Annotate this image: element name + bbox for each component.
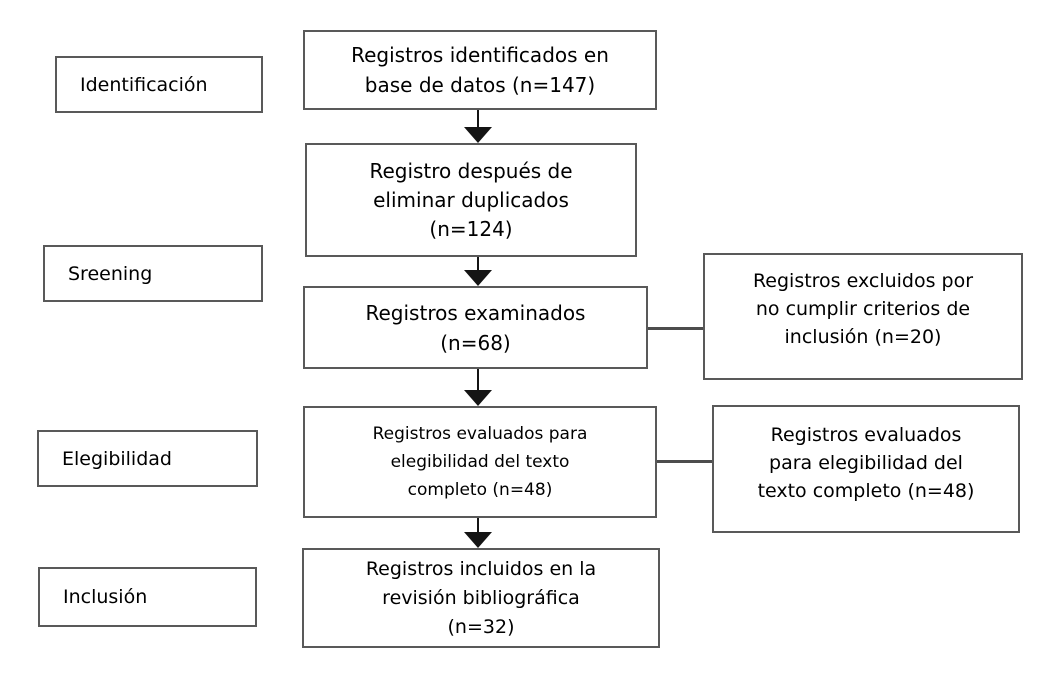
text-line: base de datos (n=147) bbox=[364, 73, 596, 97]
arrowhead-icon bbox=[464, 532, 492, 548]
arrowhead-icon bbox=[464, 127, 492, 143]
arrow-stem bbox=[477, 518, 479, 532]
stage-label-eligibility: Elegibilidad bbox=[37, 430, 258, 487]
text-line: inclusión (n=20) bbox=[784, 326, 942, 348]
text-line: elegibilidad del texto bbox=[390, 452, 570, 472]
down-arrow-icon bbox=[464, 369, 492, 406]
text-line: Registros incluidos en la bbox=[365, 557, 597, 580]
stage-label-text: Elegibilidad bbox=[62, 447, 172, 470]
down-arrow-icon bbox=[464, 518, 492, 548]
down-arrow-icon bbox=[464, 110, 492, 143]
flow-box-records-excluded: Registros excluidos por no cumplir crite… bbox=[703, 253, 1023, 380]
connector-eligibility-to-assessed bbox=[657, 460, 712, 463]
flow-box-records-screened: Registros examinados (n=68) bbox=[303, 286, 648, 369]
text-line: texto completo (n=48) bbox=[757, 480, 975, 502]
arrow-stem bbox=[477, 110, 479, 127]
flow-box-after-duplicates: Registro después de eliminar duplicados … bbox=[305, 143, 637, 257]
text-line: eliminar duplicados bbox=[373, 187, 569, 212]
arrowhead-icon bbox=[464, 390, 492, 406]
stage-label-inclusion: Inclusión bbox=[38, 567, 257, 627]
stage-label-text: Sreening bbox=[68, 262, 153, 285]
connector-screened-to-excluded bbox=[648, 327, 703, 330]
text-line: (n=68) bbox=[440, 330, 511, 355]
text-line: Registros excluidos por bbox=[752, 270, 974, 292]
text-line: completo (n=48) bbox=[407, 480, 553, 500]
text-line: Registros examinados bbox=[365, 300, 586, 325]
flow-box-records-identified: Registros identificados en base de datos… bbox=[303, 30, 657, 110]
text-line: Registros identificados en bbox=[351, 43, 609, 67]
flow-box-fulltext-assessed: Registros evaluados para elegibilidad de… bbox=[712, 405, 1020, 533]
stage-label-text: Inclusión bbox=[63, 586, 148, 608]
flow-box-records-included: Registros incluidos en la revisión bibli… bbox=[302, 548, 660, 648]
text-line: para elegibilidad del bbox=[769, 452, 963, 474]
stage-label-text: Identificación bbox=[80, 73, 208, 96]
flow-box-fulltext-eligibility: Registros evaluados para elegibilidad de… bbox=[303, 406, 657, 518]
down-arrow-icon bbox=[464, 257, 492, 286]
stage-label-identification: Identificación bbox=[55, 56, 263, 113]
arrow-stem bbox=[477, 369, 479, 390]
text-line: (n=32) bbox=[447, 615, 515, 638]
text-line: revisión bibliográfica bbox=[382, 586, 580, 609]
text-line: Registro después de bbox=[369, 158, 573, 183]
text-line: Registros evaluados para bbox=[372, 424, 588, 444]
stage-label-screening: Sreening bbox=[43, 245, 263, 302]
text-line: no cumplir criterios de bbox=[755, 298, 971, 320]
arrowhead-icon bbox=[464, 270, 492, 286]
arrow-stem bbox=[477, 257, 479, 270]
text-line: (n=124) bbox=[429, 216, 513, 241]
text-line: Registros evaluados bbox=[770, 424, 962, 446]
